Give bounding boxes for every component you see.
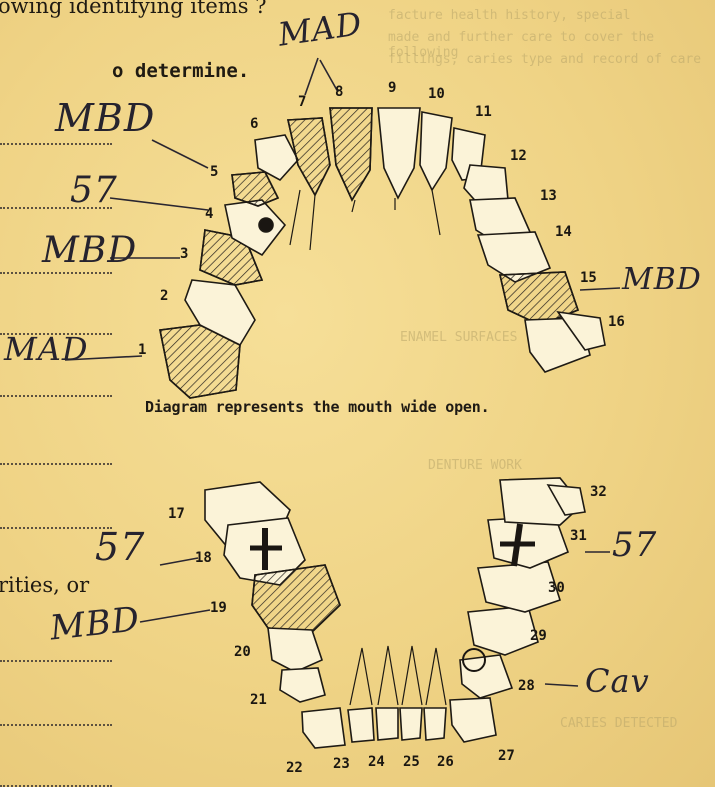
tooth-number-9: 9: [388, 80, 396, 96]
tooth-number-5: 5: [210, 164, 218, 180]
pointer-28: [545, 684, 578, 686]
tooth-number-3: 3: [180, 246, 188, 262]
annotation-tooth-28: Cav: [585, 662, 650, 700]
tooth-number-16: 16: [608, 314, 625, 330]
tooth-8: [330, 108, 372, 200]
tooth-number-17: 17: [168, 506, 185, 522]
tooth-number-10: 10: [428, 86, 445, 102]
diagram-caption: Diagram represents the mouth wide open.: [145, 398, 489, 416]
tooth-number-31: 31: [570, 528, 587, 544]
tooth-number-25: 25: [403, 754, 420, 770]
tooth-number-7: 7: [298, 94, 306, 110]
annotation-tooth-15: MBD: [622, 262, 702, 297]
tooth-number-11: 11: [475, 104, 492, 120]
tooth-25: [400, 708, 422, 740]
annotation-tooth-1: MAD: [4, 330, 89, 368]
tooth-number-1: 1: [138, 342, 146, 358]
tooth-number-22: 22: [286, 760, 303, 776]
tooth-9: [378, 108, 420, 198]
tooth-number-12: 12: [510, 148, 527, 164]
tooth-number-21: 21: [250, 692, 267, 708]
tooth-number-19: 19: [210, 600, 227, 616]
annotation-tooth-4: 57: [70, 170, 118, 211]
tooth-number-29: 29: [530, 628, 547, 644]
filling-dot-4: [259, 218, 273, 232]
pointer-18: [160, 558, 198, 565]
tooth-number-30: 30: [548, 580, 565, 596]
tooth-number-4: 4: [205, 206, 213, 222]
tooth-number-26: 26: [437, 754, 454, 770]
tooth-number-20: 20: [234, 644, 251, 660]
tooth-19: [252, 565, 340, 632]
annotation-tooth-3: MBD: [42, 230, 137, 271]
tooth-number-28: 28: [518, 678, 535, 694]
tooth-22: [302, 708, 345, 748]
tooth-24: [376, 708, 398, 740]
annotation-tooth-31: 57: [612, 525, 657, 565]
pointer-19: [140, 610, 210, 622]
tooth-number-15: 15: [580, 270, 597, 286]
tooth-23: [348, 708, 374, 742]
pointer-4: [110, 198, 208, 210]
tooth-number-6: 6: [250, 116, 258, 132]
tooth-26: [424, 708, 446, 740]
tooth-number-14: 14: [555, 224, 572, 240]
annotation-tooth-18: 57: [95, 525, 145, 569]
tooth-number-23: 23: [333, 756, 350, 772]
annotation-tooth-5: MBD: [55, 96, 155, 140]
tooth-27: [450, 698, 496, 742]
pointer-15: [580, 288, 620, 290]
tooth-number-18: 18: [195, 550, 212, 566]
tooth-20: [268, 628, 322, 672]
tooth-28: [460, 655, 512, 698]
upper-arch: [160, 108, 605, 398]
tooth-21: [280, 668, 325, 702]
tooth-number-8: 8: [335, 84, 343, 100]
tooth-10: [420, 112, 452, 190]
pointer-5: [152, 140, 208, 168]
pointer-7: [305, 58, 318, 95]
tooth-number-27: 27: [498, 748, 515, 764]
tooth-number-24: 24: [368, 754, 385, 770]
tooth-29: [468, 606, 538, 655]
tooth-number-13: 13: [540, 188, 557, 204]
tooth-number-32: 32: [590, 484, 607, 500]
tooth-number-2: 2: [160, 288, 168, 304]
